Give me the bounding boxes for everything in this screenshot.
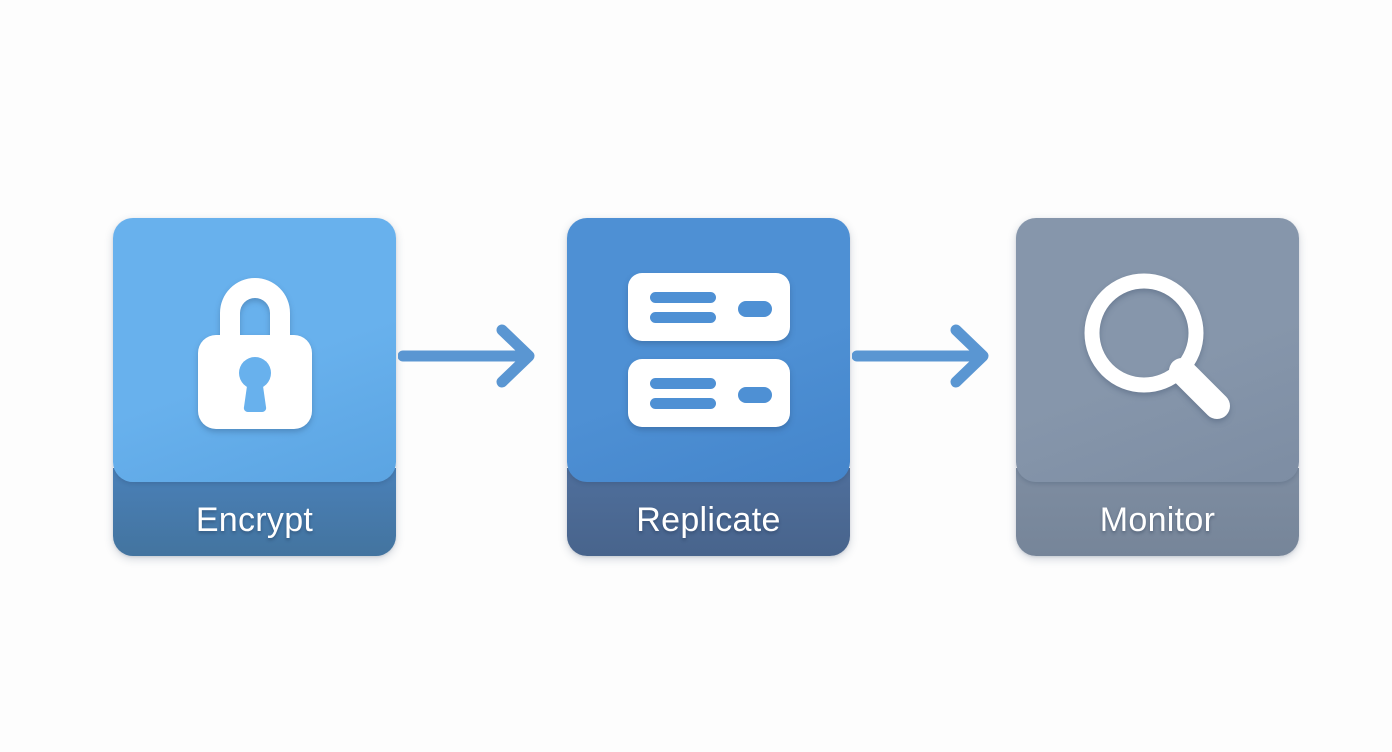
process-step-replicate[interactable]: Replicate — [567, 218, 850, 556]
step-label-band-replicate: Replicate — [567, 468, 850, 556]
process-step-encrypt[interactable]: Encrypt — [113, 218, 396, 556]
step-label-replicate: Replicate — [636, 500, 781, 539]
step-icon-panel-replicate — [567, 218, 850, 482]
step-label-band-encrypt: Encrypt — [113, 468, 396, 556]
step-icon-panel-monitor — [1016, 218, 1299, 482]
lock-icon — [113, 218, 396, 482]
arrow-replicate-to-monitor — [851, 320, 1000, 397]
step-label-encrypt: Encrypt — [195, 500, 314, 539]
process-step-monitor[interactable]: Monitor — [1016, 218, 1299, 556]
magnifier-icon — [1016, 218, 1299, 482]
arrow-encrypt-to-replicate — [397, 320, 546, 397]
step-label-band-monitor: Monitor — [1016, 468, 1299, 556]
server-stack-icon — [567, 218, 850, 482]
step-icon-panel-encrypt — [113, 218, 396, 482]
step-label-monitor: Monitor — [1099, 500, 1216, 539]
